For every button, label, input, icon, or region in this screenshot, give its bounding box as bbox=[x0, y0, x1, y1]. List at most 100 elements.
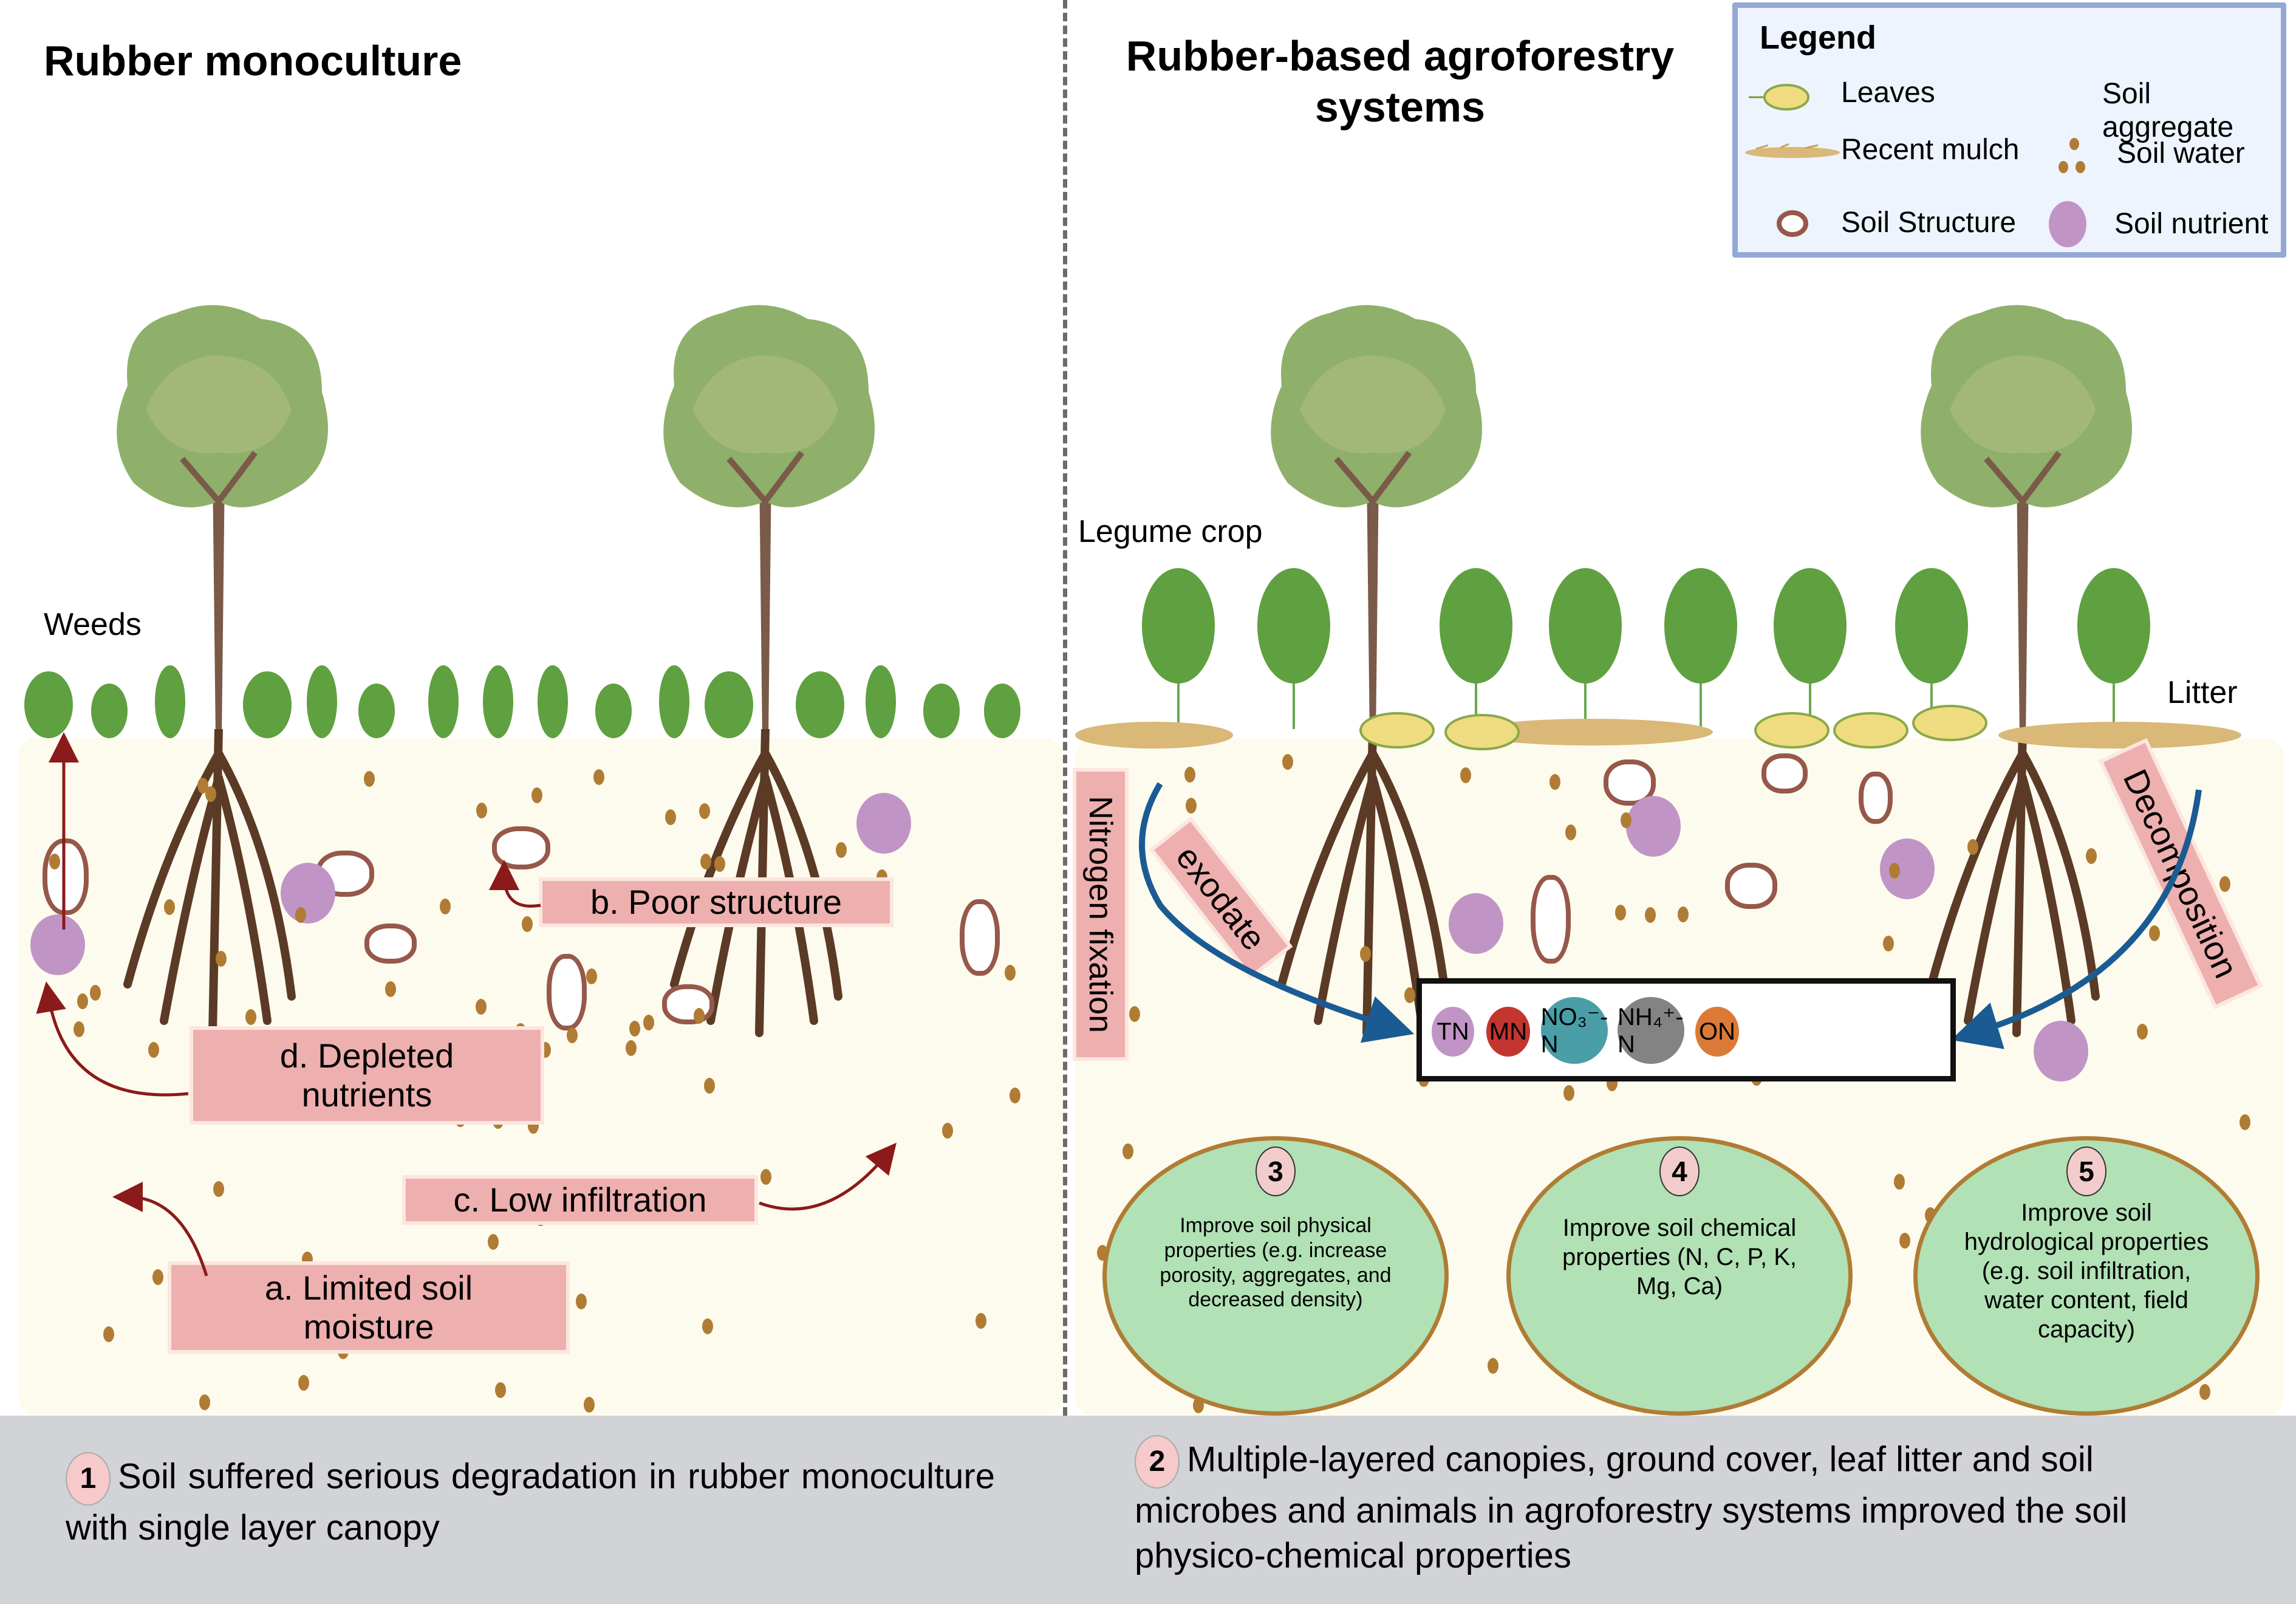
soil-water-dot bbox=[363, 771, 375, 787]
soil-water-dot bbox=[1899, 1232, 1911, 1249]
soil-water-dot bbox=[215, 951, 227, 967]
soil-water-dot bbox=[1122, 1143, 1133, 1160]
soil-water-dot bbox=[2136, 1023, 2148, 1040]
soil-nutrient-dot bbox=[856, 793, 911, 854]
soil-water-dot bbox=[476, 802, 488, 818]
legend-soil-structure-label: Soil Structure bbox=[1841, 207, 2017, 239]
soil-water-dot bbox=[152, 1269, 164, 1285]
soil-water-dot bbox=[475, 998, 487, 1015]
soil-water-dot bbox=[625, 1040, 637, 1056]
weeds-label: Weeds bbox=[44, 607, 142, 642]
summary-left-text: Soil suffered serious degradation in rub… bbox=[66, 1456, 995, 1547]
soil-water-dot bbox=[298, 1375, 309, 1391]
soil-nutrient-dot bbox=[1449, 893, 1503, 954]
cycle-text: Improve soil hydrological properties (e.… bbox=[1964, 1199, 2209, 1343]
red-arrows bbox=[36, 732, 897, 1277]
label-poor-structure: b. Poor structure bbox=[539, 877, 893, 927]
soil-water-dot bbox=[714, 856, 725, 872]
nitrogen-form-nh4: NH₄⁺-N bbox=[1618, 997, 1684, 1064]
soil-water-dot bbox=[1615, 904, 1627, 920]
legend-title: Legend bbox=[1760, 19, 1877, 56]
soil-water-dot bbox=[694, 1007, 705, 1024]
soil-aggregate bbox=[1859, 772, 1893, 824]
label-nitrogen-fixation: Nitrogen fixation bbox=[1073, 768, 1129, 1061]
soil-water-dot bbox=[700, 853, 712, 869]
soil-water-dot bbox=[629, 1020, 641, 1037]
mulch-icon bbox=[1745, 143, 1840, 158]
soil-water-dot bbox=[1563, 1085, 1574, 1101]
soil-water-dot bbox=[584, 1397, 595, 1413]
soil-water-dot bbox=[385, 981, 397, 997]
label-depleted-nutrients: d. Depleted nutrients bbox=[190, 1026, 544, 1125]
label-limited-moisture-text: a. Limited soil moisture bbox=[264, 1268, 473, 1346]
legend-soil-water-label: Soil water bbox=[2117, 137, 2245, 170]
soil-water-dot bbox=[494, 1382, 506, 1398]
summary-right-text: Multiple-layered canopies, ground cover,… bbox=[1135, 1439, 2128, 1575]
soil-water-dot bbox=[213, 1181, 224, 1197]
purple-circle-icon bbox=[2049, 201, 2086, 247]
soil-water-dot bbox=[975, 1312, 987, 1329]
soil-nutrient-dot bbox=[2034, 1021, 2088, 1081]
soil-water-dot bbox=[1565, 824, 1576, 840]
mulch-layer-icon bbox=[1075, 705, 2241, 750]
soil-nutrient-dot bbox=[30, 914, 85, 975]
summary-badge-1: 1 bbox=[66, 1452, 111, 1506]
soil-water-dot bbox=[522, 916, 533, 933]
label-nitrogen-fixation-text: Nitrogen fixation bbox=[1082, 795, 1119, 1033]
panel-divider bbox=[1063, 0, 1067, 1416]
nitrogen-form-tn: TN bbox=[1432, 1007, 1474, 1057]
soil-water-dot bbox=[2086, 848, 2097, 864]
soil-water-dot bbox=[1678, 906, 1689, 922]
left-panel-title: Rubber monoculture bbox=[44, 37, 462, 84]
soil-water-dot bbox=[1185, 798, 1197, 814]
soil-aggregate bbox=[960, 899, 1000, 976]
nitrogen-form-nh4-label: NH₄⁺-N bbox=[1618, 1003, 1684, 1058]
nitrogen-form-no3-label: NO₃⁻-N bbox=[1540, 1003, 1608, 1058]
soil-aggregate bbox=[662, 984, 714, 1024]
soil-aggregate bbox=[1604, 759, 1656, 806]
legume-crop-label: Legume crop bbox=[1078, 514, 1263, 549]
soil-water-dot bbox=[1282, 753, 1293, 770]
soil-water-dot bbox=[1893, 1174, 1905, 1190]
tree-icon bbox=[1271, 305, 1482, 738]
soil-water-dot bbox=[245, 1009, 256, 1026]
leaf-icon bbox=[1749, 84, 1809, 111]
soil-water-dot bbox=[760, 1168, 771, 1185]
soil-aggregate bbox=[43, 838, 89, 915]
soil-water-dot bbox=[539, 1042, 551, 1058]
soil-water-dot bbox=[531, 787, 542, 803]
soil-aggregate bbox=[364, 924, 417, 964]
soil-water-dot bbox=[1549, 774, 1560, 790]
soil-water-dot bbox=[487, 1233, 499, 1250]
soil-water-dot bbox=[566, 1027, 578, 1044]
soil-water-dot bbox=[2239, 1114, 2250, 1130]
water-dots-icon bbox=[2059, 138, 2085, 173]
soil-water-dot bbox=[1487, 1358, 1498, 1374]
nitrogen-form-mn-label: MN bbox=[1489, 1018, 1528, 1045]
soil-water-dot bbox=[1644, 907, 1656, 923]
soil-water-dot bbox=[1621, 812, 1632, 828]
soil-aggregate bbox=[547, 954, 587, 1030]
soil-water-dot bbox=[2199, 1383, 2211, 1400]
soil-water-dot bbox=[1883, 936, 1895, 952]
cycle-number-badge: 3 bbox=[1256, 1146, 1296, 1196]
legume-crops-icon bbox=[1142, 568, 2150, 729]
soil-water-dot bbox=[1005, 964, 1016, 981]
nitrogen-form-on: ON bbox=[1695, 1007, 1739, 1057]
tree-icon bbox=[1921, 305, 2132, 738]
soil-water-dot bbox=[1009, 1088, 1020, 1104]
soil-water-dot bbox=[440, 898, 451, 914]
soil-water-dot bbox=[1184, 767, 1195, 783]
soil-water-dot bbox=[49, 854, 61, 870]
soil-water-dot bbox=[2148, 925, 2160, 941]
soil-water-dot bbox=[77, 993, 89, 1009]
cycle-number-badge: 5 bbox=[2066, 1146, 2106, 1196]
soil-water-dot bbox=[103, 1326, 115, 1342]
summary-badge-2: 2 bbox=[1135, 1435, 1180, 1489]
cycle-text: Improve soil chemical properties (N, C, … bbox=[1562, 1215, 1797, 1300]
cycle-number-badge: 4 bbox=[1659, 1146, 1700, 1196]
label-low-infiltration: c. Low infiltration bbox=[402, 1175, 758, 1225]
root-system-icon bbox=[1277, 729, 2100, 1037]
